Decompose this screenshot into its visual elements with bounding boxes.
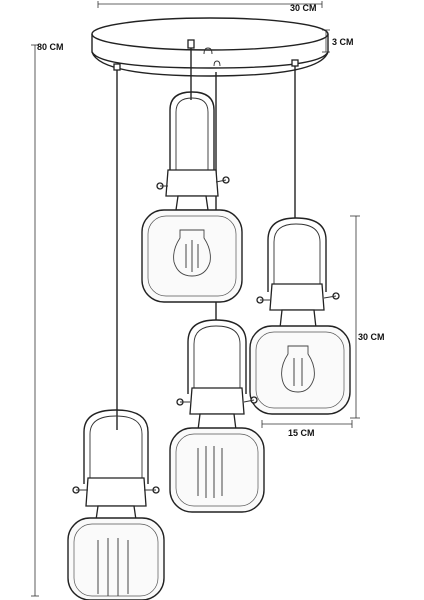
pendant-bottom-left [67,409,165,600]
pendant-right [249,217,351,415]
total-drop-label: 80 CM [37,42,64,52]
pendant-top-middle [141,91,243,303]
canopy-height-label: 3 CM [332,37,354,47]
dimension-shade-height: 30 CM [350,215,385,419]
shade-width-label: 15 CM [288,428,315,438]
dimension-canopy-width: 30 CM [97,1,323,13]
dimension-canopy-height: 3 CM [322,29,354,53]
canopy-width-label: 30 CM [290,3,317,13]
dimension-total-drop: 80 CM [31,42,64,597]
shade-height-label: 30 CM [358,332,385,342]
pendant-middle-lower [169,319,265,513]
dimension-shade-width: 15 CM [261,420,353,438]
ceiling-canopy [91,17,329,77]
